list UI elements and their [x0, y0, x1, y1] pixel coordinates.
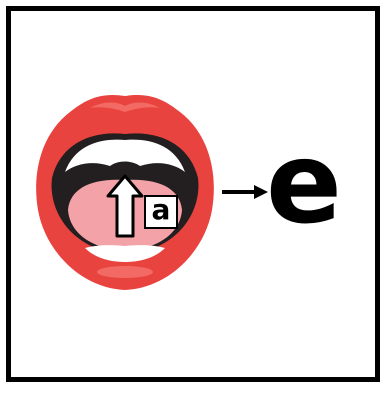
mouth-icon: [36, 94, 214, 291]
up-arrow-icon: [106, 174, 144, 238]
mouth-illustration: [30, 90, 220, 295]
vowel-letter-box: a: [144, 195, 178, 229]
right-arrow-icon: [220, 182, 270, 202]
target-letter: e: [266, 119, 342, 249]
